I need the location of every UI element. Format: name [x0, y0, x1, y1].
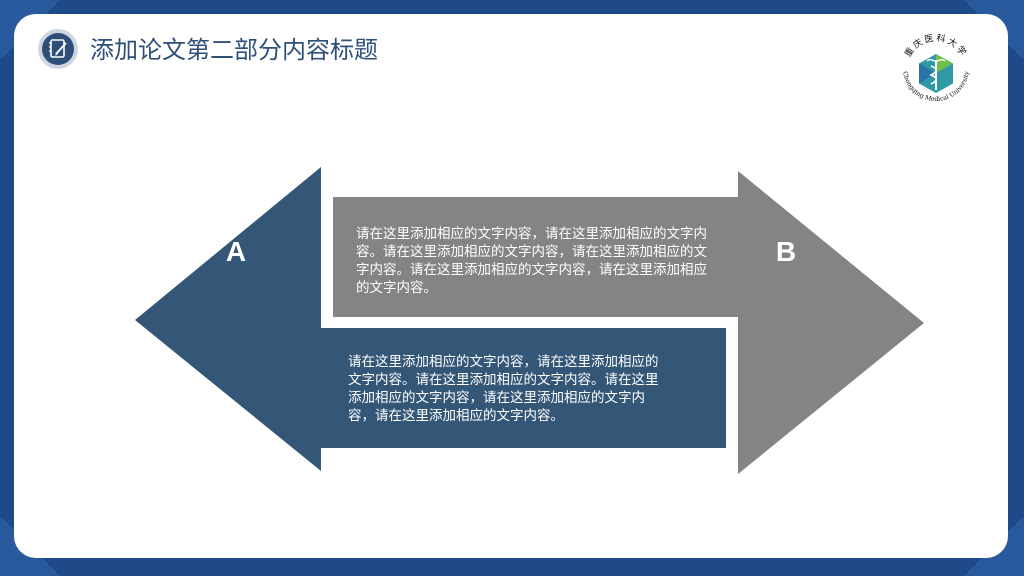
notebook-pencil-icon	[38, 29, 78, 69]
arrow-a-label: A	[225, 236, 247, 267]
arrow-a-shape	[135, 167, 726, 471]
chongqing-medical-university-logo: 重庆医科大学 Chongqing Medical University	[901, 34, 971, 103]
page-title: 添加论文第二部分内容标题	[90, 36, 378, 64]
arrow-b-label: B	[775, 236, 797, 267]
arrow-b-shape	[333, 171, 924, 474]
arrow-b-text: 请在这里添加相应的文字内容，请在这里添加相应的文字内容。请在这里添加相应的文字内…	[356, 226, 707, 296]
arrow-a-text: 请在这里添加相应的文字内容，请在这里添加相应的文字内容。请在这里添加相应的文字内…	[348, 354, 659, 424]
